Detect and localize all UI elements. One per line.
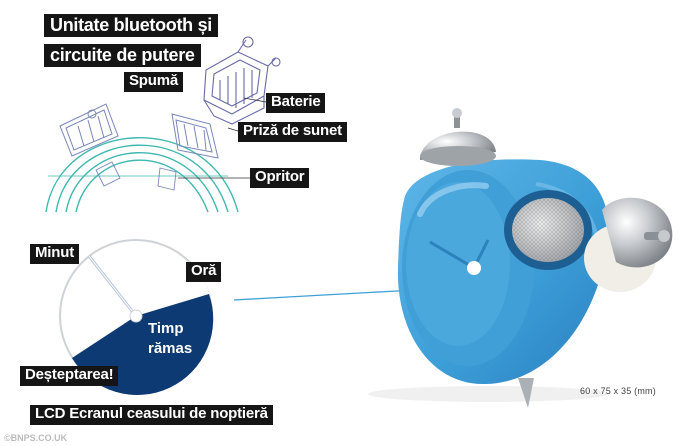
label-bluetooth-unit-line2: circuite de putere	[44, 44, 201, 68]
label-time-left-line2: rămas	[148, 340, 193, 357]
label-bluetooth-unit-line1: Unitate bluetooth și	[44, 14, 218, 38]
photo-credit: ©BNPS.CO.UK	[4, 433, 68, 443]
blue-clock-photo	[368, 108, 673, 408]
label-foam: Spumă	[124, 72, 184, 92]
label-stopper: Opritor	[250, 168, 310, 188]
label-sound-socket: Priză de sunet	[238, 122, 347, 142]
right-bell-sketch	[171, 113, 219, 159]
label-minute: Minut	[30, 244, 79, 264]
label-lcd-caption: LCD Ecranul ceasului de noptieră	[30, 405, 273, 425]
dimensions-text: 60 x 75 x 35 (mm)	[580, 386, 656, 396]
label-battery: Baterie	[266, 93, 326, 113]
label-time-left-line1: Timp	[148, 320, 184, 337]
label-wake-up: Deșteptarea!	[20, 366, 119, 386]
bluetooth-unit-sketch	[203, 36, 281, 125]
label-hour: Oră	[186, 262, 222, 282]
clock-frame-sketch	[45, 137, 239, 213]
stopper-sketch	[95, 161, 177, 191]
left-bell-sketch	[59, 103, 119, 157]
